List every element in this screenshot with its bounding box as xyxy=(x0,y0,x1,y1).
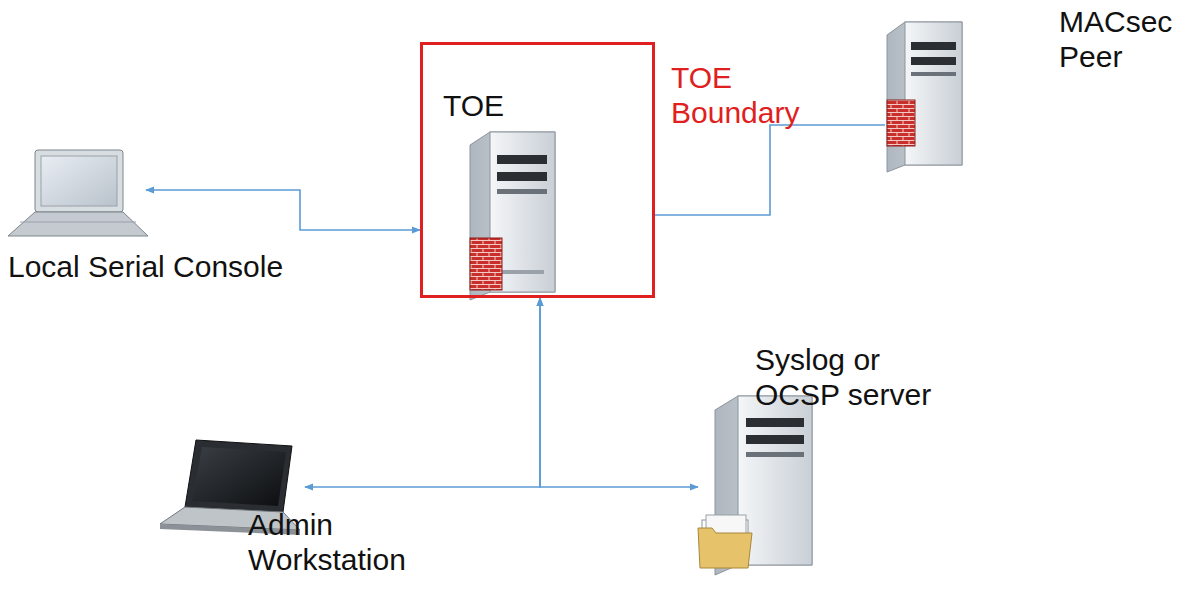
node-title: TOE xyxy=(443,89,504,124)
syslog-server: Syslog or OCSP server xyxy=(698,395,813,575)
connector xyxy=(146,190,420,230)
boundary-label: TOE Boundary xyxy=(671,61,841,130)
node-label: Admin Workstation xyxy=(248,508,448,577)
node-label: MACsec Peer xyxy=(1059,5,1194,74)
peer-server: MACsec Peer xyxy=(885,20,963,172)
admin-laptop: Admin Workstation xyxy=(160,440,305,536)
server-icon xyxy=(887,22,962,172)
console-laptop: Local Serial Console xyxy=(5,150,150,236)
connector xyxy=(305,298,540,487)
connector xyxy=(655,125,885,215)
server-icon xyxy=(470,132,555,300)
folder-icon xyxy=(698,515,752,568)
node-label: Local Serial Console xyxy=(8,250,283,285)
node-label: Syslog or OCSP server xyxy=(755,343,960,412)
toe-boundary-box: TOETOE Boundary xyxy=(420,42,655,298)
connector xyxy=(540,298,698,487)
server-icon xyxy=(698,396,812,575)
laptop-icon xyxy=(8,150,148,236)
